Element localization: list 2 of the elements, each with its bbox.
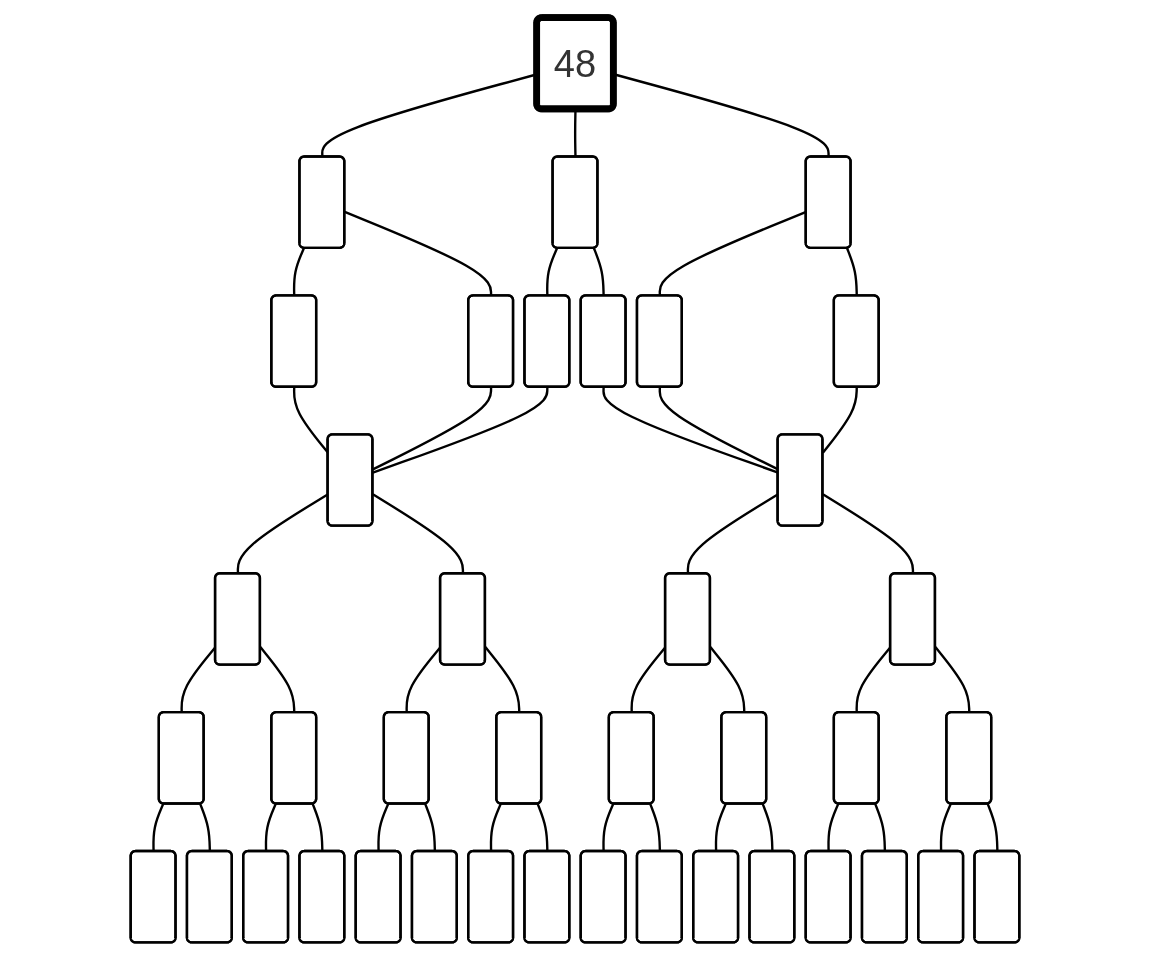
connector: [372, 386, 549, 474]
connector: [372, 386, 493, 470]
